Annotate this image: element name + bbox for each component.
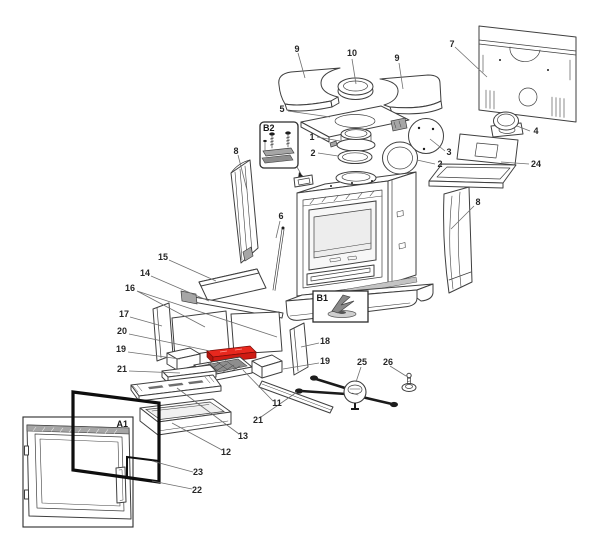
screw-icon <box>263 131 291 151</box>
part-plate-13 <box>130 374 222 402</box>
callout-17: 17 <box>119 309 129 319</box>
part-blanking-plate-3 <box>408 118 444 154</box>
callout-16: 16 <box>125 283 135 293</box>
leader-lines <box>127 46 531 490</box>
detail-box-b2-label: B2 <box>263 123 275 133</box>
callout-9-right: 9 <box>394 53 399 63</box>
detail-box-b2: B2 <box>259 121 305 179</box>
callout-24: 24 <box>531 159 541 169</box>
callout-5: 5 <box>279 104 284 114</box>
part-top-plate-5 <box>300 105 410 143</box>
corner-bracket <box>293 174 314 188</box>
detail-box-b1: B1 <box>312 290 369 323</box>
callout-9-left: 9 <box>294 44 299 54</box>
part-top-plate-9-right <box>379 74 443 115</box>
callout-6: 6 <box>278 211 283 221</box>
part-side-panel-8-right <box>443 186 473 294</box>
callout-labels: 9 10 9 7 5 1 2 3 2 4 24 8 8 6 15 14 16 1… <box>116 39 541 495</box>
part-panel-16-right <box>230 311 283 355</box>
detail-box-a1: A1 <box>22 390 161 528</box>
callout-22: 22 <box>192 485 202 495</box>
callout-3: 3 <box>446 147 451 157</box>
part-stove-body <box>293 171 417 297</box>
callout-2-left: 2 <box>310 148 315 158</box>
part-adjustable-foot-26 <box>401 372 417 392</box>
part-collar-1 <box>329 128 376 152</box>
part-side-panel-8-left <box>230 159 259 264</box>
callout-18: 18 <box>320 336 330 346</box>
part-collar-4 <box>490 111 524 138</box>
part-top-plate-9-left <box>278 67 341 112</box>
detail-box-b1-label: B1 <box>317 293 329 303</box>
part-ash-drawer-12 <box>139 398 232 436</box>
callout-15: 15 <box>158 252 168 262</box>
callout-19-left: 19 <box>116 344 126 354</box>
callout-23: 23 <box>193 467 203 477</box>
callout-2-right: 2 <box>437 159 442 169</box>
callout-19-right: 19 <box>320 356 330 366</box>
callout-11: 11 <box>272 398 282 408</box>
latch-lever-icon <box>331 294 355 314</box>
part-brick-19-right <box>251 354 283 379</box>
door-handle <box>115 466 127 504</box>
part-back-panel-7 <box>478 25 577 123</box>
callout-8-right: 8 <box>475 197 480 207</box>
callout-10: 10 <box>347 48 357 58</box>
part-bar-21-right <box>258 380 334 414</box>
callout-1: 1 <box>309 132 314 142</box>
callout-20: 20 <box>117 326 127 336</box>
part-bracket-24 <box>428 133 519 189</box>
callout-26: 26 <box>383 357 393 367</box>
callout-7: 7 <box>449 39 454 49</box>
latch-pivot <box>338 311 346 314</box>
callout-12: 12 <box>221 447 231 457</box>
callout-25: 25 <box>357 357 367 367</box>
callout-13: 13 <box>238 431 248 441</box>
part-round-cover-10 <box>337 77 374 100</box>
callout-8-left: 8 <box>233 146 238 156</box>
detail-box-a1-label: A1 <box>116 419 128 429</box>
part-rod-6 <box>272 226 285 291</box>
callout-21-right: 21 <box>253 415 263 425</box>
part-deflector-15 <box>198 268 267 302</box>
callout-4: 4 <box>533 126 538 136</box>
part-panel-18 <box>289 322 309 376</box>
part-gasket-ring-2 <box>337 150 373 164</box>
callout-21-left: 21 <box>117 364 127 374</box>
callout-14: 14 <box>140 268 150 278</box>
